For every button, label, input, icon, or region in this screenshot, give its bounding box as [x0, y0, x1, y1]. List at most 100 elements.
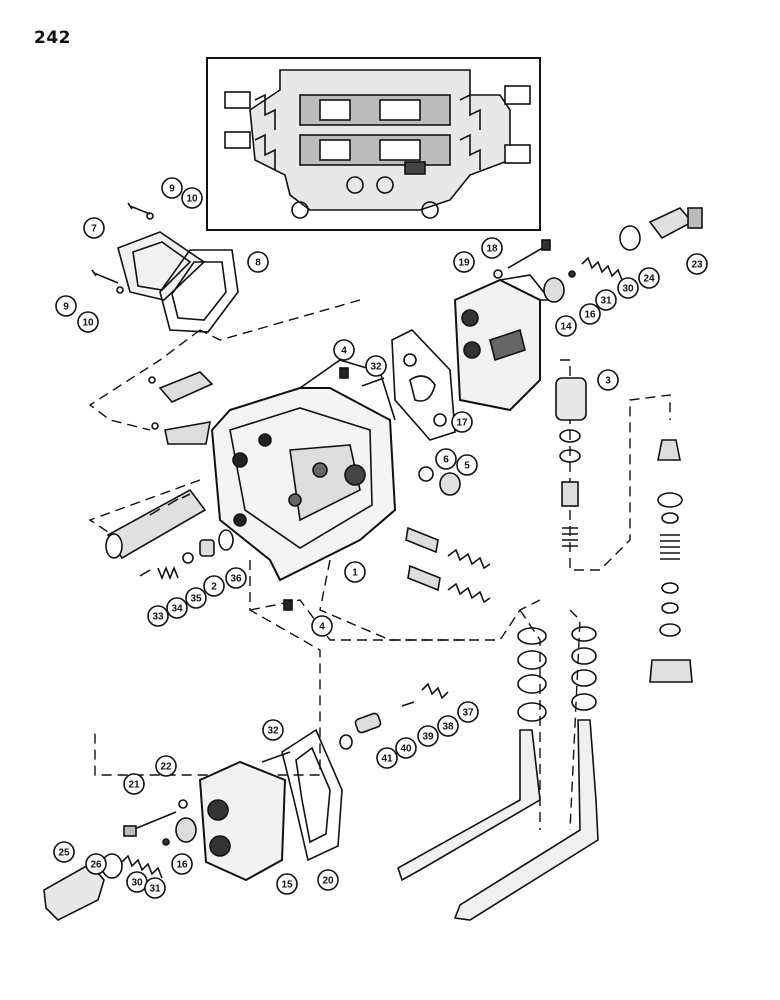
callout-number: 24: [643, 274, 655, 285]
callout-10: 10: [77, 311, 99, 333]
callout-38: 38: [437, 715, 459, 737]
callout-circle: [395, 737, 417, 759]
callout-15: 15: [276, 873, 298, 895]
callout-number: 8: [255, 258, 261, 269]
callout-number: 37: [462, 708, 474, 719]
part-17-gasket: [391, 329, 456, 441]
callout-number: 17: [456, 418, 468, 429]
callout-9: 9: [55, 295, 77, 317]
callout-number: 19: [458, 258, 470, 269]
callout-circle: [225, 567, 247, 589]
part-9-10-screws: [91, 202, 154, 294]
relief-valve-stack: [649, 439, 693, 683]
callout-circle: [185, 587, 207, 609]
callout-22: 22: [155, 755, 177, 777]
callout-number: 15: [281, 880, 293, 891]
callout-number: 14: [560, 322, 572, 333]
pistons-and-springs: [405, 526, 491, 604]
part-7-cover: [117, 231, 206, 301]
callout-number: 9: [63, 302, 69, 313]
callout-number: 31: [149, 884, 161, 895]
callout-circle: [579, 303, 601, 325]
callout-circle: [262, 719, 284, 741]
callout-number: 4: [319, 622, 325, 633]
callout-number: 16: [176, 860, 188, 871]
callout-circle: [181, 187, 203, 209]
callout-7: 7: [83, 217, 105, 239]
callout-41: 41: [376, 747, 398, 769]
part-15-end-cover: [198, 760, 287, 882]
parts-33-36-small: [139, 529, 234, 581]
callout-32: 32: [365, 355, 387, 377]
callout-circle: [311, 615, 333, 637]
parts-bottom-left: [43, 799, 197, 921]
callout-number: 21: [128, 780, 140, 791]
callout-circle: [166, 597, 188, 619]
callout-circle: [451, 411, 473, 433]
callout-31: 31: [144, 877, 166, 899]
callout-circle: [247, 251, 269, 273]
callout-circle: [55, 295, 77, 317]
callout-36: 36: [225, 567, 247, 589]
callout-circle: [617, 277, 639, 299]
callout-number: 3: [605, 376, 611, 387]
callout-circle: [85, 853, 107, 875]
callout-4: 4: [333, 339, 355, 361]
callout-circle: [123, 773, 145, 795]
callout-circle: [376, 747, 398, 769]
callout-number: 30: [622, 284, 634, 295]
callout-circle: [161, 177, 183, 199]
callout-circle: [437, 715, 459, 737]
callout-number: 25: [58, 848, 70, 859]
callout-number: 41: [381, 754, 393, 765]
callout-circle: [171, 853, 193, 875]
seal-columns: [517, 626, 597, 722]
lever-arms: [397, 719, 599, 921]
callout-circle: [77, 311, 99, 333]
part-3-stack: [555, 377, 587, 547]
callout-33: 33: [147, 605, 169, 627]
callout-2: 2: [203, 575, 225, 597]
callout-16: 16: [579, 303, 601, 325]
callout-circle: [453, 251, 475, 273]
callout-circle: [457, 701, 479, 723]
callout-number: 6: [443, 455, 449, 466]
control-spool: [105, 488, 207, 560]
callout-circle: [686, 253, 708, 275]
callout-14: 14: [555, 315, 577, 337]
callout-5: 5: [456, 454, 478, 476]
inset-cutaway-view: [206, 57, 541, 231]
callout-30: 30: [126, 871, 148, 893]
part-20-gasket: [281, 728, 343, 862]
callout-24: 24: [638, 267, 660, 289]
callout-number: 5: [464, 461, 470, 472]
callout-circle: [435, 448, 457, 470]
callout-circle: [144, 877, 166, 899]
part-8-gasket: [159, 249, 239, 333]
callout-number: 9: [169, 184, 175, 195]
callout-number: 10: [186, 194, 198, 205]
callout-number: 20: [322, 876, 334, 887]
callout-number: 35: [190, 594, 202, 605]
callout-number: 22: [160, 762, 172, 773]
parts-37-41: [339, 682, 449, 750]
callout-19: 19: [453, 251, 475, 273]
callout-34: 34: [166, 597, 188, 619]
callout-circle: [344, 561, 366, 583]
callout-31: 31: [595, 289, 617, 311]
callout-number: 40: [400, 744, 412, 755]
callout-number: 23: [691, 260, 703, 271]
callout-circle: [203, 575, 225, 597]
callout-number: 33: [152, 612, 164, 623]
callout-circle: [155, 755, 177, 777]
callout-20: 20: [317, 869, 339, 891]
callout-number: 7: [91, 224, 97, 235]
callout-number: 10: [82, 318, 94, 329]
callout-number: 34: [171, 604, 183, 615]
callout-6: 6: [435, 448, 457, 470]
callout-37: 37: [457, 701, 479, 723]
callout-number: 32: [267, 726, 279, 737]
